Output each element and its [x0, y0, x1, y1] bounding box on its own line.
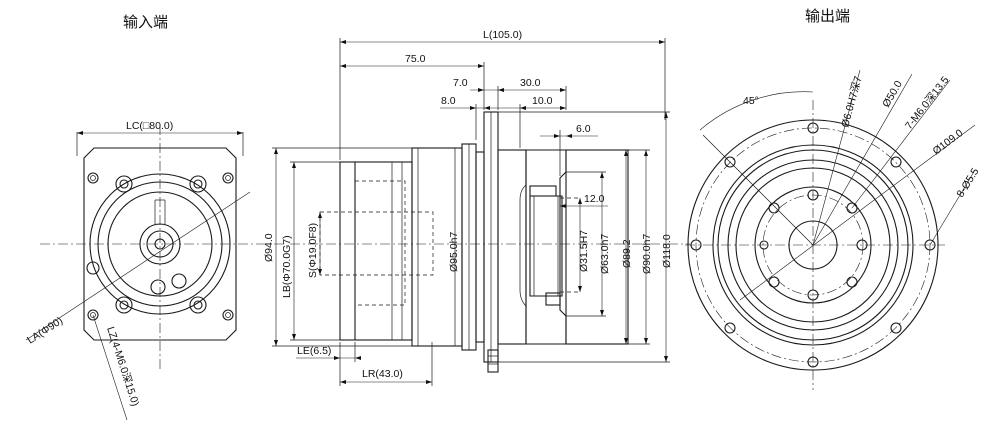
- bolt-hole-tr: [189, 175, 207, 193]
- d6h7-dim: Ø6.0H7深7: [839, 75, 864, 129]
- input-end-view: LC(□80.0) LA(Φ90) LZ(4-M6.0深15.0): [25, 120, 285, 421]
- d55-dim: 8-Ø5.5: [954, 166, 981, 200]
- inner-bolt-holes: [759, 189, 868, 301]
- d63-dim: Ø63.0h7: [599, 234, 611, 274]
- d109-dim: Ø109.0: [931, 127, 966, 157]
- d10-dim: 10.0: [532, 95, 553, 107]
- bolt-hole-bl: [115, 296, 133, 314]
- outer-bolt-holes: [690, 122, 936, 368]
- lr-dim: LR(43.0): [362, 368, 403, 380]
- side-section-view: L(105.0) 75.0 7.0 30.0 8.0 10.0 6.0 12.0…: [263, 29, 690, 386]
- la-dim: LA(Φ90): [25, 315, 65, 347]
- le-dim: LE(6.5): [297, 345, 331, 357]
- d12-dim: 12.0: [584, 193, 605, 205]
- d50-dim: Ø50.0: [880, 79, 905, 110]
- d892-dim: Ø89.2: [621, 239, 633, 268]
- d30-dim: 30.0: [520, 77, 541, 89]
- input-end-title: 输入端: [123, 14, 168, 31]
- d31-dim: Ø31.5H7: [578, 230, 590, 272]
- angle-45: 45°: [743, 95, 759, 107]
- d118-dim: Ø118.0: [661, 234, 673, 268]
- m6-dim: 7-M6.0深13.5: [903, 74, 952, 132]
- s-dim: S(Φ19.0F8): [307, 223, 319, 278]
- d8-dim: 8.0: [441, 95, 456, 107]
- lc-dim: LC(□80.0): [126, 120, 173, 132]
- bolt-hole-tl: [115, 175, 133, 193]
- d95-dim: Ø95.0h7: [448, 232, 460, 272]
- d6-dim: 6.0: [576, 123, 591, 135]
- d75-dim: 75.0: [405, 53, 426, 65]
- d90-dim: Ø90.0h7: [641, 234, 653, 274]
- bolt-hole-br: [189, 296, 207, 314]
- output-end-title: 输出端: [805, 8, 850, 25]
- lb-dim: LB(Φ70.0G7): [281, 235, 293, 298]
- d94-dim: Ø94.0: [263, 233, 275, 262]
- output-end-view: 45° Ø6.0H7深7 Ø50.0 7-M6.0深13.5 Ø109.0 8-…: [685, 69, 982, 390]
- d7-dim: 7.0: [453, 77, 468, 89]
- l-dim: L(105.0): [483, 29, 522, 41]
